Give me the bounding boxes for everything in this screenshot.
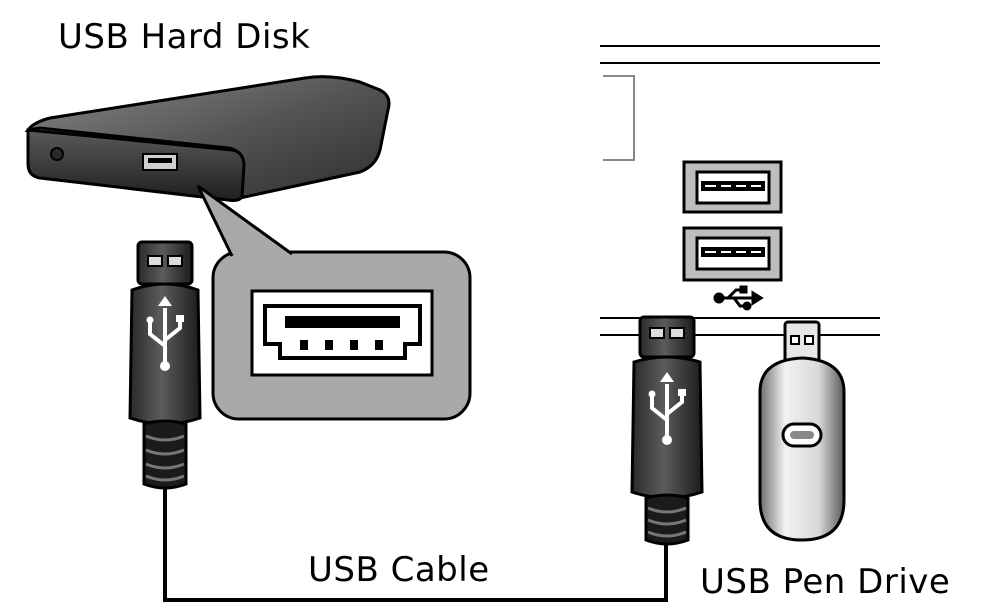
- usb-hard-disk: [24, 75, 391, 202]
- usb-port-callout: [196, 184, 472, 421]
- usb-symbol-icon: [713, 285, 764, 311]
- power-led-icon: [50, 147, 64, 161]
- usb-plug-left: [128, 240, 202, 490]
- strain-relief: [644, 493, 690, 546]
- usb-trident-icon: [148, 308, 182, 362]
- strain-relief: [142, 419, 188, 490]
- usb-trident-icon: [650, 384, 684, 436]
- usb-pen-drive: [758, 320, 846, 542]
- usb-plug-right: [630, 315, 704, 546]
- computer-panel: [600, 45, 880, 336]
- pen-drive-label: USB Pen Drive: [700, 562, 951, 602]
- hard-disk-label: USB Hard Disk: [58, 17, 311, 57]
- usb-cable-label: USB Cable: [308, 550, 490, 590]
- computer-usb-port-top: [682, 160, 783, 214]
- usb-cable-wire: [163, 488, 668, 602]
- computer-usb-port-bottom: [682, 226, 783, 282]
